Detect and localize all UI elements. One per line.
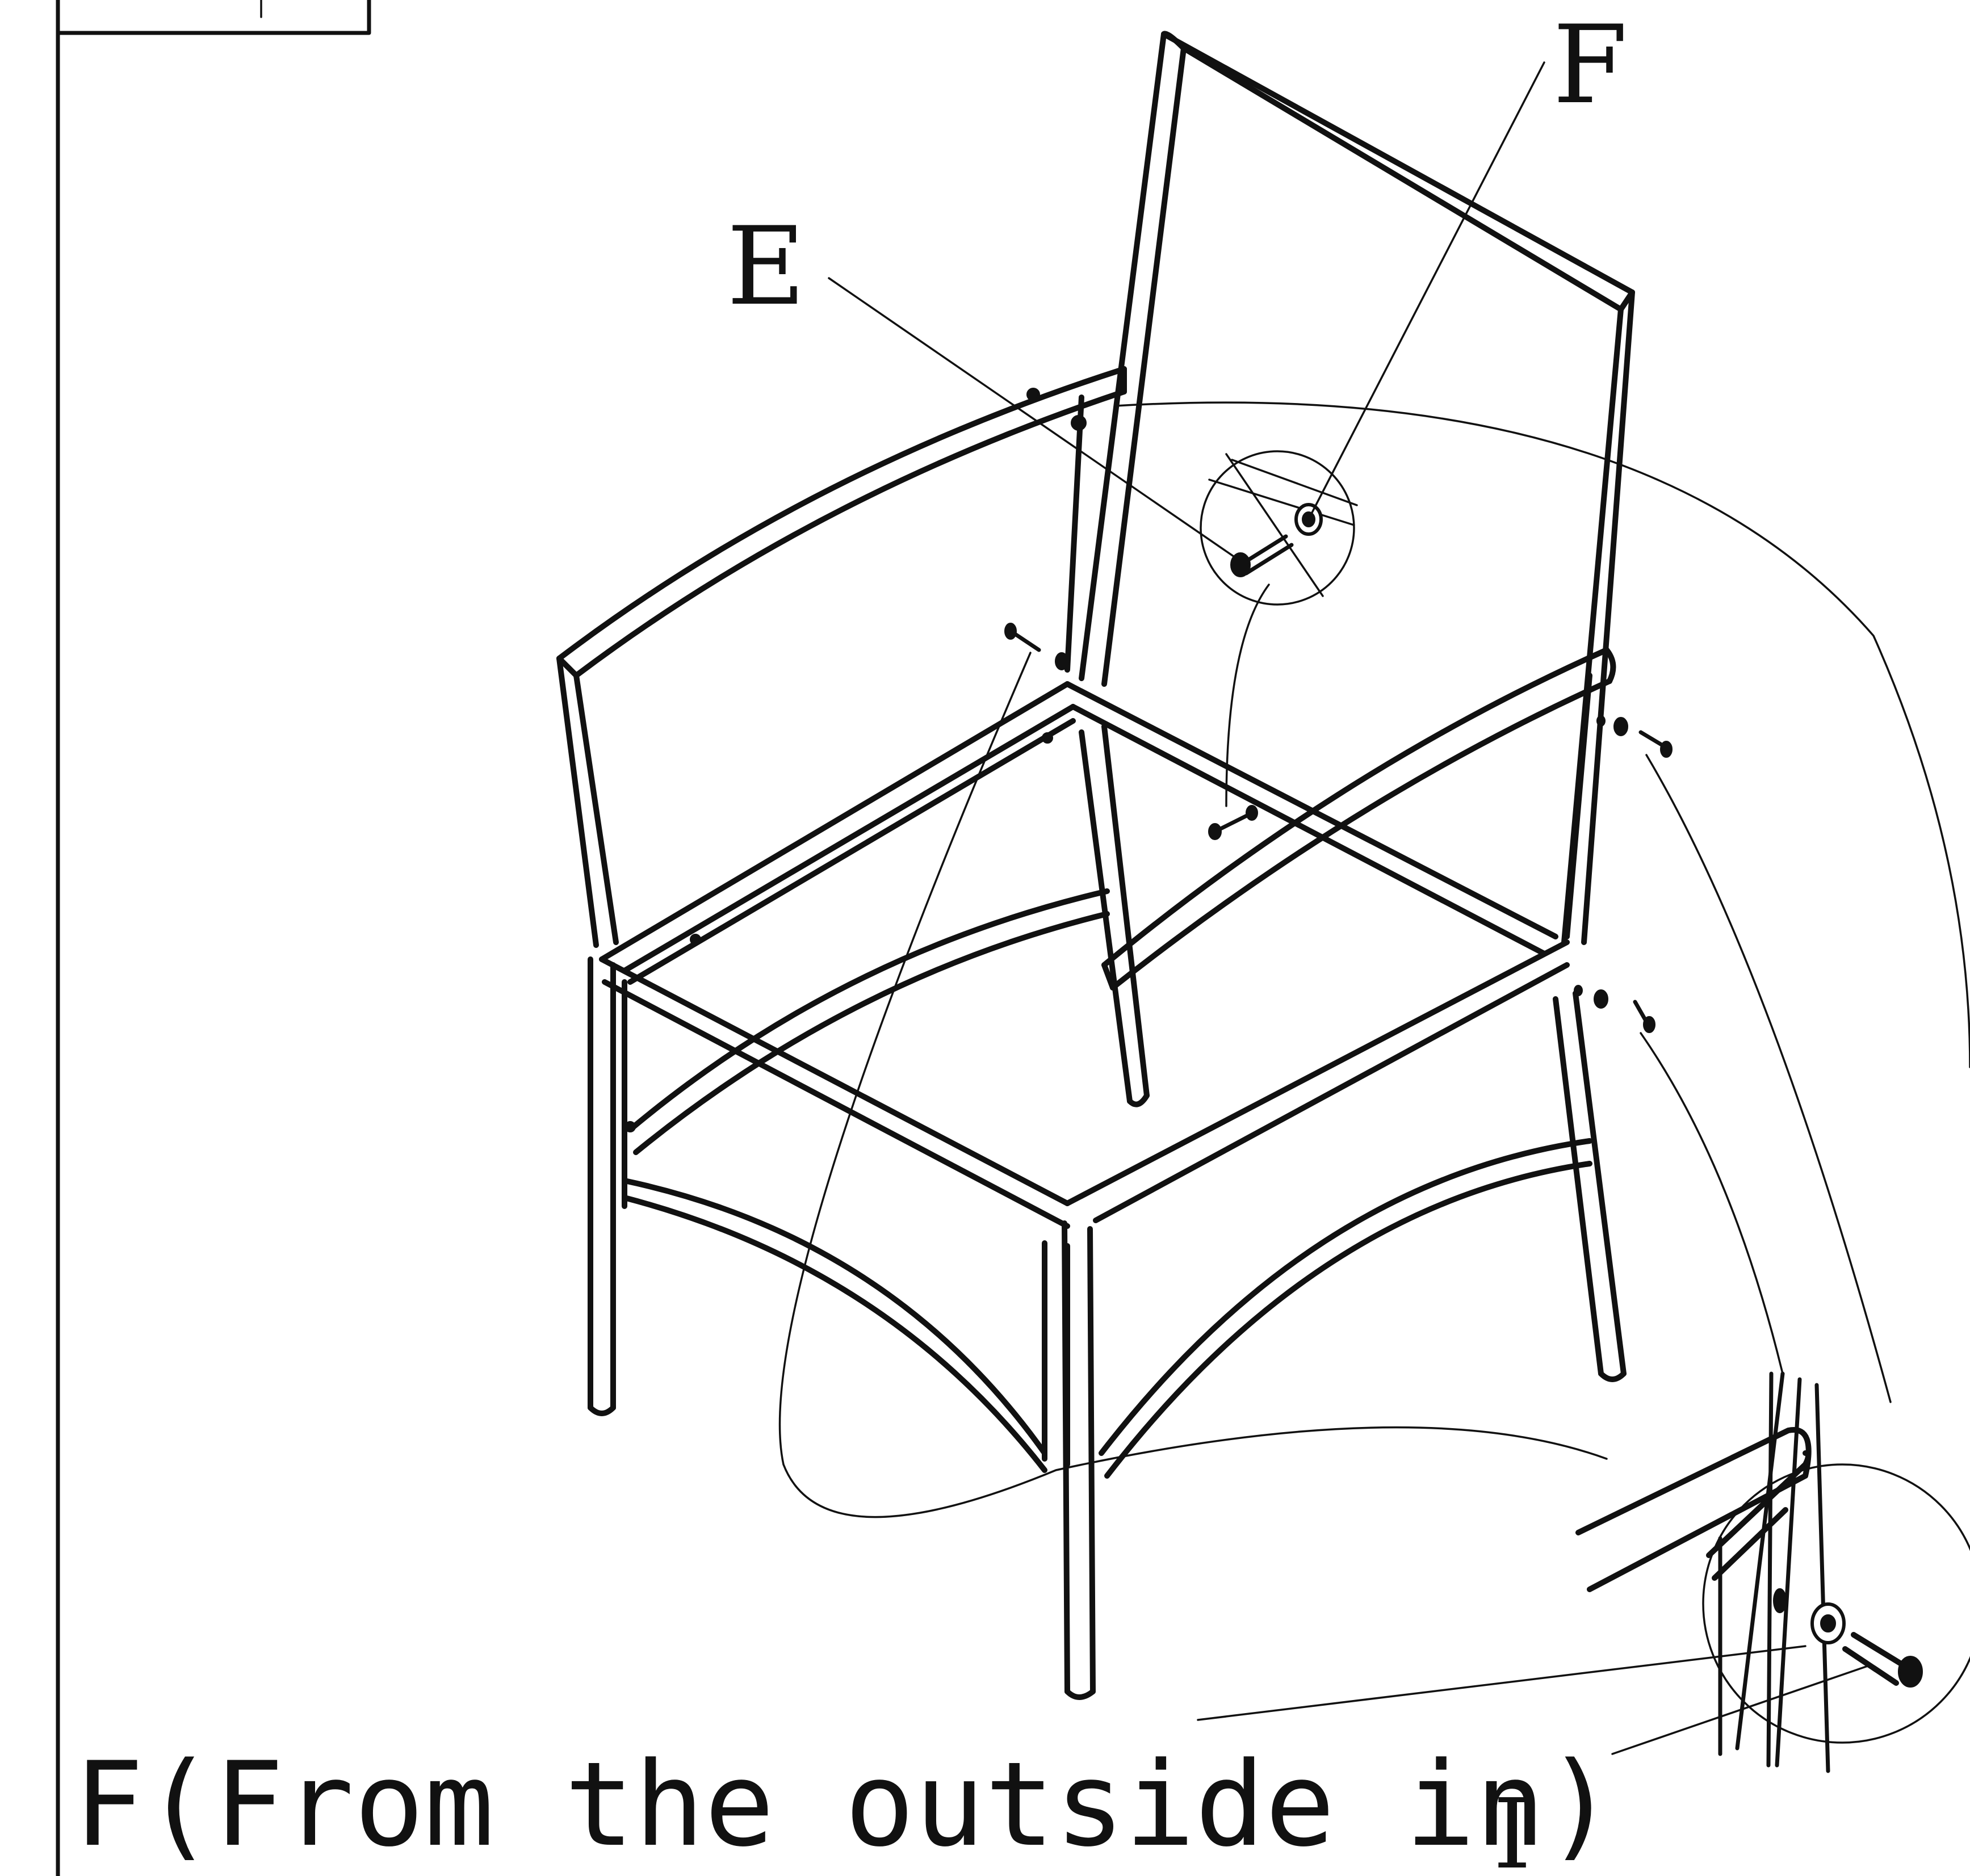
left-armrest	[556, 366, 1127, 948]
backrest	[1079, 31, 1635, 945]
part-label-i: I	[1493, 1778, 1531, 1876]
nut-icon	[1773, 1588, 1787, 1613]
part-label-e: E	[727, 204, 806, 329]
chair-frame	[556, 31, 1635, 1700]
bolt-icon	[1208, 805, 1258, 840]
detail-circle-top	[1200, 450, 1358, 606]
seat-frame	[599, 681, 1570, 1229]
leader-lines	[778, 61, 1970, 1755]
page-frame	[56, 0, 371, 1876]
bolt-icon	[1842, 1632, 1923, 1688]
bolt-icon	[1596, 715, 1673, 758]
stretchers	[622, 888, 1592, 1479]
hardware	[624, 388, 1673, 1132]
bolt-icon	[1574, 985, 1655, 1033]
detail-circle-bottom	[1575, 1371, 1970, 1773]
part-label-f: F	[1553, 2, 1628, 128]
washer-icon	[1810, 1602, 1846, 1644]
caption-text: F(From the outside in)	[74, 1737, 1615, 1873]
bolt-icon	[1004, 623, 1068, 670]
right-armrest	[1101, 647, 1616, 991]
